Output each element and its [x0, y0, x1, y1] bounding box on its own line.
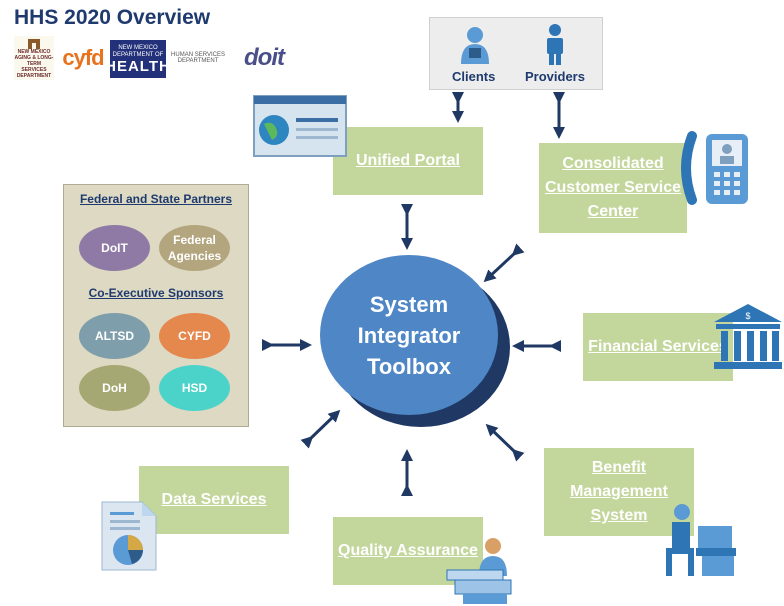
unified-portal-box[interactable]: Unified Portal [333, 127, 483, 195]
benefit-management-label[interactable]: Benefit Management System [570, 459, 668, 524]
cyfd-logo: cyfd [62, 45, 104, 70]
center-label: System Integrator Toolbox [357, 291, 461, 379]
building-icon [28, 39, 40, 49]
customer-service-label[interactable]: Consolidated Customer Service Center [544, 155, 682, 220]
reviewer-icon [446, 538, 512, 604]
hsd-logo-text: HUMAN SERVICES DEPARTMENT [171, 52, 225, 64]
doh-logo-line1: NEW MEXICO [118, 44, 158, 51]
dollar-icon: $ [745, 311, 750, 321]
quality-assurance-label[interactable]: Quality Assurance [338, 542, 478, 559]
unified-portal-label[interactable]: Unified Portal [355, 152, 460, 169]
financial-services-box[interactable]: Financial Services [583, 313, 733, 381]
agency-logos: NEW MEXICO AGING & LONG-TERM SERVICES DE… [14, 36, 294, 82]
benefit-management-box[interactable]: Benefit Management System [544, 448, 694, 536]
oval-hsd: HSD [159, 365, 230, 411]
customer-service-box[interactable]: Consolidated Customer Service Center [539, 143, 687, 233]
bank-icon: $ [714, 304, 782, 369]
client-person-icon [461, 27, 489, 64]
doit-logo: doit [244, 44, 285, 71]
stakeholders-panel: Clients Providers [429, 17, 603, 90]
provider-person-icon [547, 24, 563, 65]
arrow-benefit-center [485, 423, 525, 462]
oval-federal: Federal Agencies [159, 225, 230, 271]
hsd-logo: HUMAN SERVICES DEPARTMENT [168, 36, 228, 80]
altsd-logo-text: NEW MEXICO AGING & LONG-TERM SERVICES DE… [14, 49, 54, 79]
arrow-data-center [300, 409, 341, 449]
partners-panel: Federal and State Partners DoIT Federal … [63, 184, 249, 427]
oval-doit: DoIT [79, 225, 150, 271]
partners-heading: Federal and State Partners [79, 192, 233, 206]
page-title: HHS 2020 Overview [14, 6, 211, 29]
office-worker-icon [666, 504, 736, 576]
data-services-box[interactable]: Data Services [139, 466, 289, 534]
data-services-label[interactable]: Data Services [161, 491, 267, 508]
doh-logo-line2: DEPARTMENT OF [112, 51, 164, 58]
phone-icon [681, 131, 748, 205]
sponsors-heading: Co-Executive Sponsors [88, 286, 224, 300]
oval-doh: DoH [79, 365, 150, 411]
oval-altsd: ALTSD [79, 313, 150, 359]
oval-cyfd: CYFD [159, 313, 230, 359]
providers-label: Providers [525, 69, 585, 84]
arrow-csc-center [483, 243, 525, 283]
clients-label: Clients [452, 69, 496, 84]
system-integrator-toolbox: System Integrator Toolbox [320, 255, 498, 415]
altsd-logo: NEW MEXICO AGING & LONG-TERM SERVICES DE… [14, 36, 54, 80]
financial-services-label[interactable]: Financial Services [588, 338, 728, 355]
web-portal-icon [253, 95, 347, 157]
doh-logo: NEW MEXICO DEPARTMENT OF HEALTH [105, 40, 170, 78]
report-chart-icon [101, 501, 157, 571]
doh-logo-line3: HEALTH [105, 57, 171, 75]
